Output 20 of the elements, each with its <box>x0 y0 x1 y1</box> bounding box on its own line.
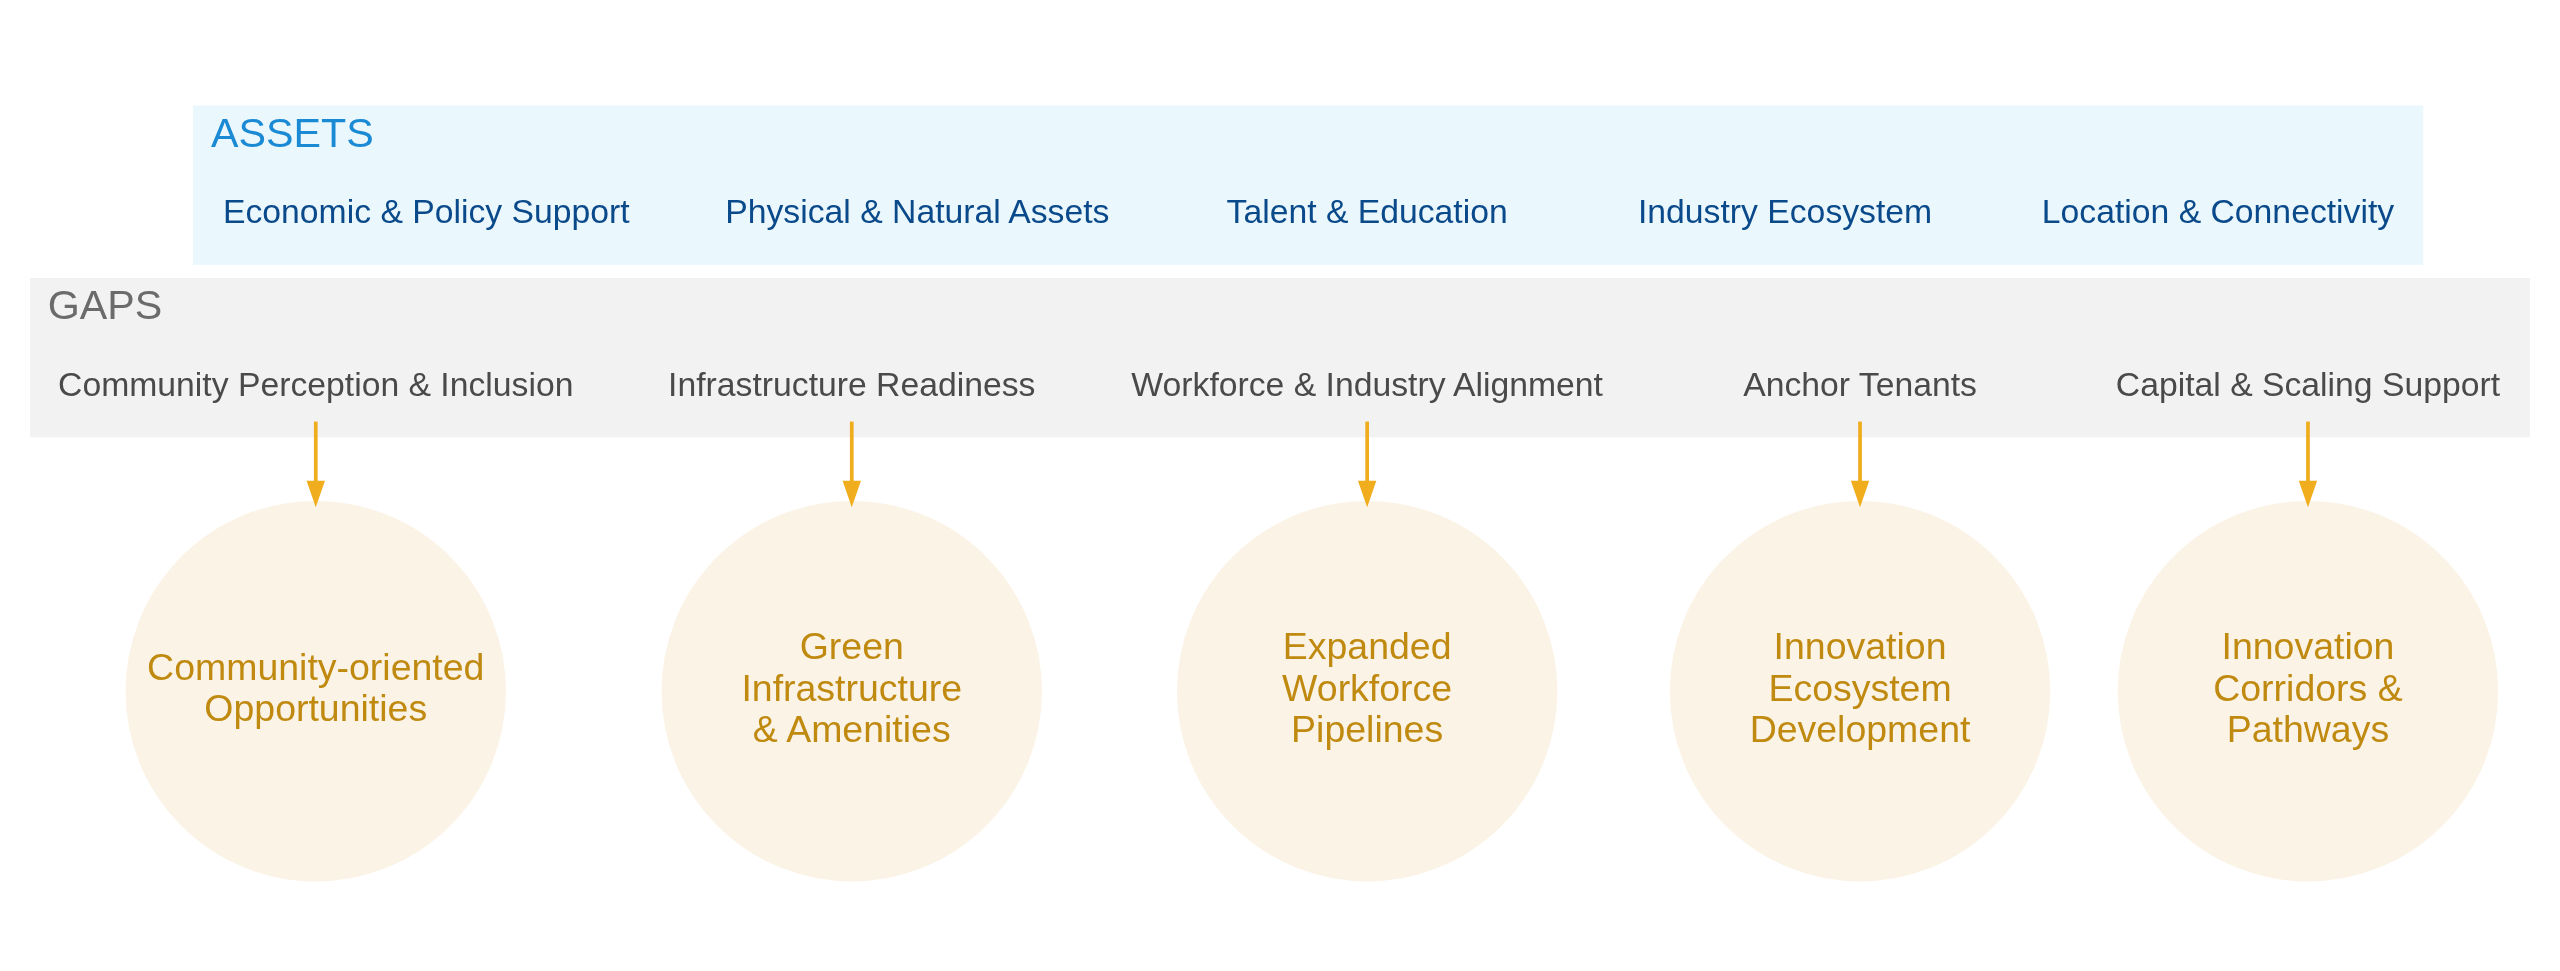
node-text: Economic & Policy Support <box>222 191 630 230</box>
node-text: Industry Ecosystem <box>1637 191 1933 230</box>
node-text: Infrastructure Readiness <box>668 364 1036 403</box>
arrow <box>1850 421 1870 507</box>
node-circle: Innovation Ecosystem Development <box>1669 500 2051 881</box>
arrow <box>2298 421 2318 507</box>
node-circle: Community-oriented Opportunities <box>125 500 506 881</box>
node-circle: Innovation Corridors & Pathways <box>2117 500 2499 881</box>
arrow <box>306 421 325 507</box>
arrow <box>842 421 861 507</box>
node-text: Workforce & Industry Alignment <box>1131 364 1603 403</box>
node-text: Anchor Tenants <box>1743 364 1977 403</box>
node-text: Location & Connectivity <box>2041 191 2395 230</box>
node-circle: Expanded Workforce Pipelines <box>1176 500 1558 881</box>
node-text: Community Perception & Inclusion <box>58 364 574 403</box>
node-circle: Green Infrastructure & Amenities <box>661 500 1042 881</box>
node-text: Capital & Scaling Support <box>2115 364 2501 403</box>
arrow <box>1357 421 1377 507</box>
node-text: Physical & Natural Assets <box>725 191 1110 230</box>
node-text: Talent & Education <box>1226 191 1508 230</box>
